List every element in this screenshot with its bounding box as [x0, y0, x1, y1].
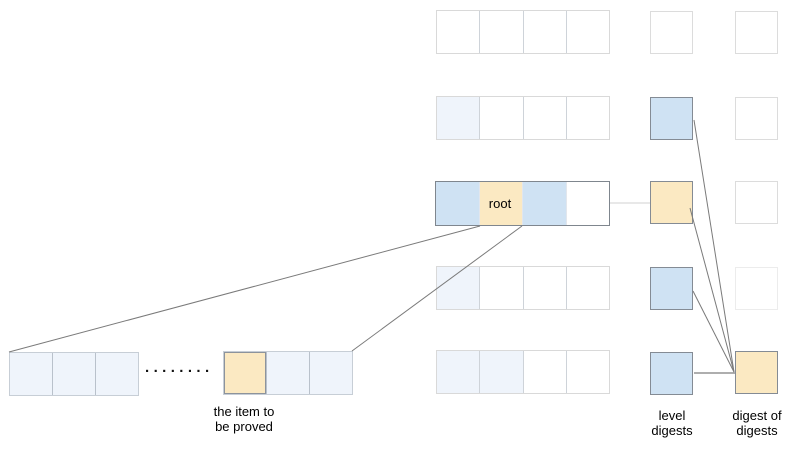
level-digest-cell-2: [650, 97, 693, 140]
array-cell: [53, 353, 96, 395]
array-cell: [523, 351, 567, 393]
level-digests-label: level digests: [629, 408, 715, 438]
level4-to-digest-line: [692, 290, 735, 373]
level-digest-cell-1: [650, 11, 693, 54]
array-cell: [310, 352, 352, 394]
array-cell: [480, 97, 524, 139]
digest-of-digests-cell-4: [735, 267, 778, 310]
level3-to-digest-line: [689, 207, 735, 373]
array-cell: [566, 267, 609, 309]
level-digest-cell-4: [650, 267, 693, 310]
digest-of-digests-cell-3: [735, 181, 778, 224]
array-row-4: [436, 266, 610, 310]
array-row-2: [436, 96, 610, 140]
item-array: [223, 351, 353, 395]
array-cell: [437, 351, 481, 393]
root-label: root: [488, 196, 512, 211]
array-cell: [437, 267, 481, 309]
array-cell: [523, 182, 567, 225]
array-cell: [523, 267, 567, 309]
array-cell: [267, 352, 310, 394]
digest-of-digests-cell-5: [735, 351, 778, 394]
array-cell: [566, 97, 609, 139]
digest-of-digests-label: digest of digests: [713, 408, 800, 438]
array-cell: [566, 11, 609, 53]
bottom-left-array: [9, 352, 139, 396]
array-cell: [523, 97, 567, 139]
level-digests-label-line2: digests: [651, 423, 693, 438]
array-cell: [10, 353, 53, 395]
array-cell: [566, 182, 609, 225]
level2-to-digest-line: [693, 119, 735, 373]
digest-of-digests-label-line1: digest of: [732, 408, 782, 423]
level-digest-cell-5: [650, 352, 693, 395]
array-cell: [437, 11, 481, 53]
array-row-root: [435, 181, 610, 226]
array-cell: [437, 97, 481, 139]
array-row-5: [436, 350, 610, 394]
array-cell: [480, 11, 524, 53]
item-label-line1: the item to: [213, 404, 275, 419]
digest-of-digests-cell-2: [735, 97, 778, 140]
array-cell: [480, 267, 524, 309]
array-cell: [436, 182, 480, 225]
array-cell: [480, 351, 524, 393]
array-cell: [224, 352, 267, 394]
level-digest-cell-3: [650, 181, 693, 224]
digest-of-digests-cell-1: [735, 11, 778, 54]
item-label: the item to be proved: [188, 404, 300, 434]
level-digests-label-line1: level: [658, 408, 686, 423]
root-to-bottom-left-line: [8, 225, 481, 353]
array-cell: [479, 182, 523, 225]
digest-of-digests-label-line2: digests: [736, 423, 778, 438]
item-label-line2: be proved: [215, 419, 273, 434]
ellipsis-dots: ........: [145, 359, 214, 376]
array-cell: [523, 11, 567, 53]
array-cell: [96, 353, 138, 395]
array-row-1: [436, 10, 610, 54]
array-cell: [566, 351, 609, 393]
